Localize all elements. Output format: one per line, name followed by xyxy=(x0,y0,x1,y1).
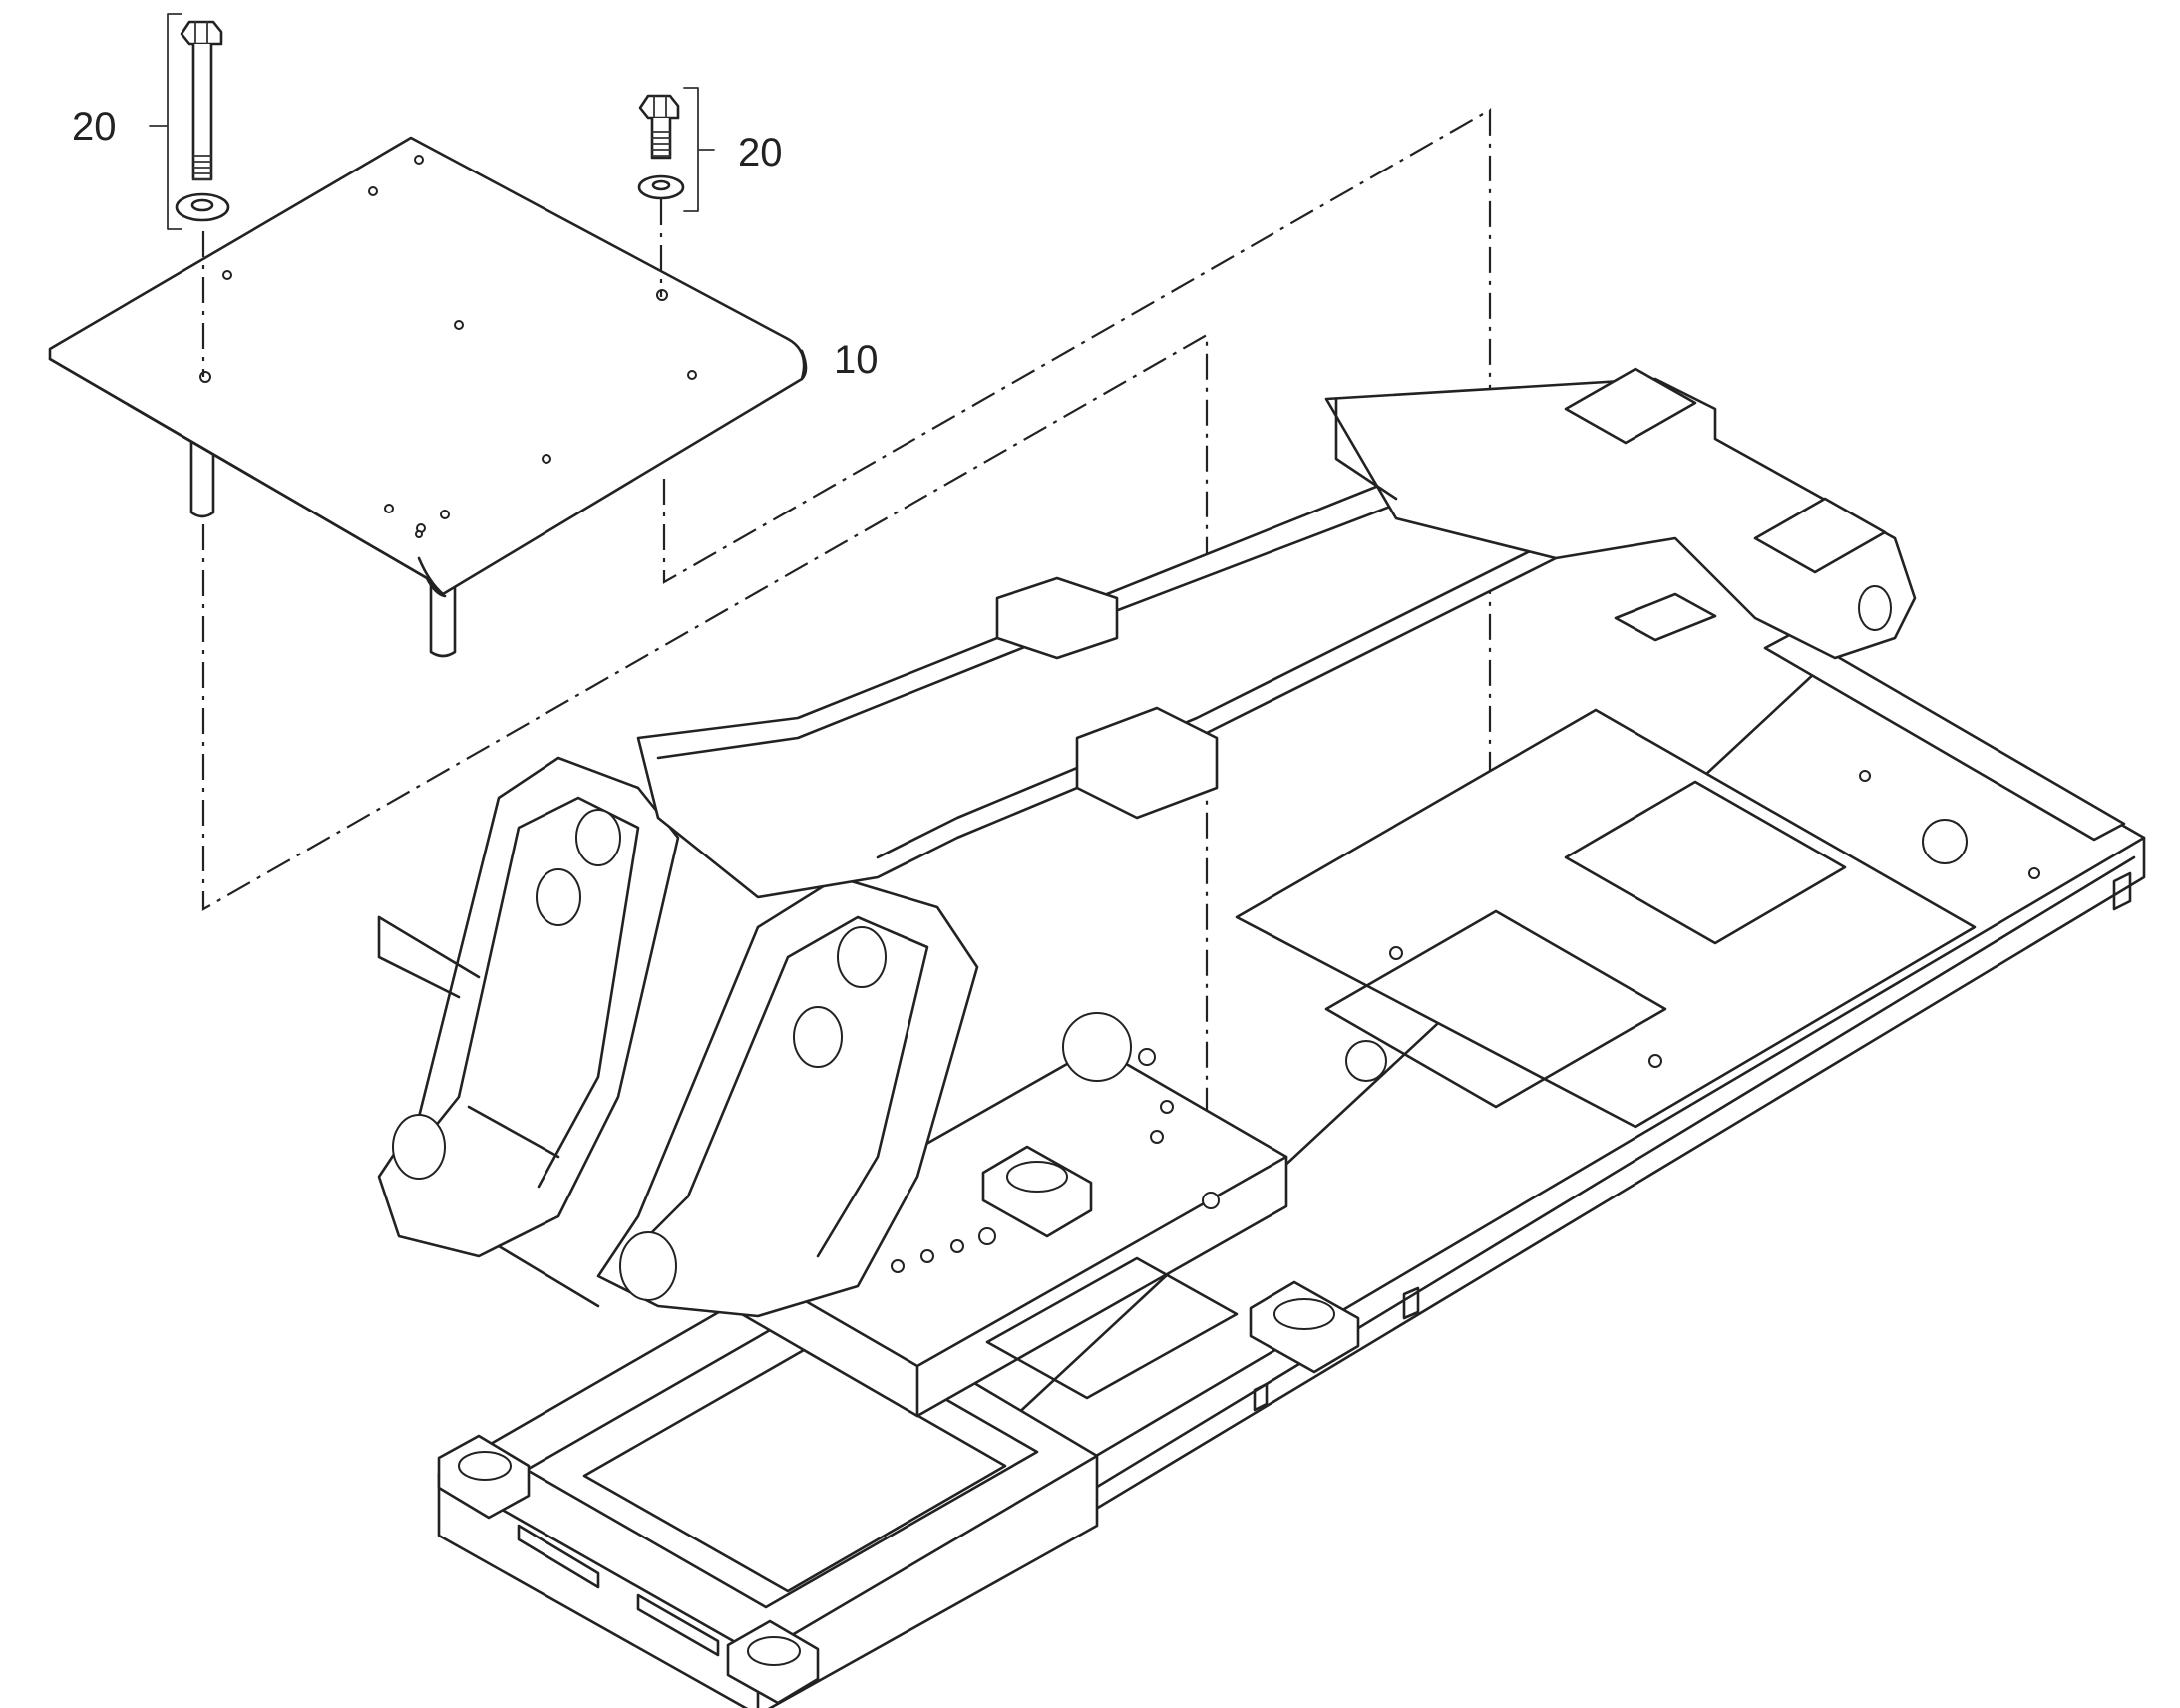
upper-frame xyxy=(437,630,2146,1708)
callout-bracket-right xyxy=(683,87,715,212)
rear-support xyxy=(995,367,1917,820)
washer-left xyxy=(175,192,230,222)
long-bolt xyxy=(180,20,223,181)
short-bolt xyxy=(638,94,680,160)
callout-20-right: 20 xyxy=(738,131,783,174)
frame-detail-holes xyxy=(891,819,1968,1273)
boom-mount-towers xyxy=(377,756,979,1318)
callout-10: 10 xyxy=(834,338,879,382)
washer-right xyxy=(637,174,685,200)
mounting-plate xyxy=(48,136,808,658)
callout-bracket-left xyxy=(149,13,182,230)
callout-20-left: 20 xyxy=(72,105,117,149)
